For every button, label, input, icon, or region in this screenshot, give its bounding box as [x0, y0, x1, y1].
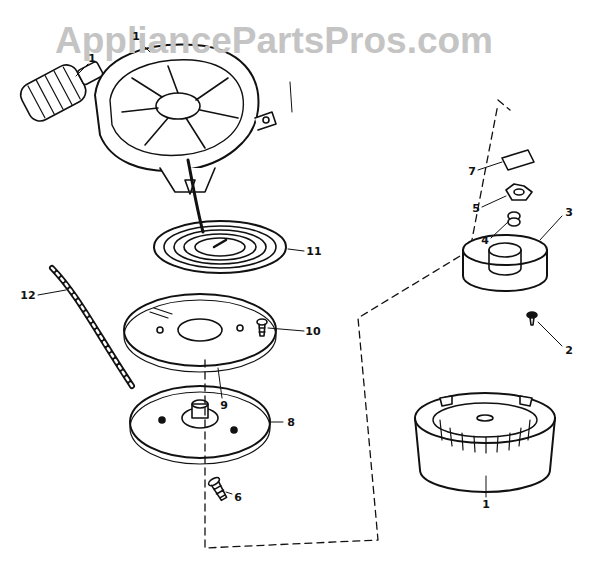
retainer-cup	[463, 235, 547, 291]
recoil-spring	[154, 221, 286, 273]
starter-pulley	[415, 393, 555, 492]
washer	[508, 212, 520, 226]
callout-number: 6	[234, 492, 242, 503]
callout-number: 11	[306, 246, 321, 257]
callout-number: 7	[468, 166, 476, 177]
callout-number: 2	[565, 345, 573, 356]
starter-housing	[95, 45, 292, 232]
callout-number: 8	[287, 417, 295, 428]
starter-rope	[52, 268, 132, 386]
callout-number: 1	[132, 31, 140, 42]
callout-number: 9	[220, 400, 228, 411]
screw	[257, 319, 267, 336]
callout-number: 5	[472, 203, 480, 214]
callout-number: 10	[305, 326, 320, 337]
callout-number: 3	[565, 207, 573, 218]
leader-lines	[38, 42, 562, 497]
brake-spring	[502, 150, 534, 170]
callout-number: 4	[481, 235, 489, 246]
callout-number: 1	[482, 499, 490, 510]
spring-retainer-plate	[124, 294, 276, 372]
starter-pulley-plate	[130, 386, 270, 464]
callout-number: 12	[20, 290, 35, 301]
starter-dog	[506, 184, 532, 200]
screw	[207, 476, 229, 502]
callout-number: 1	[88, 53, 96, 64]
screw	[527, 312, 537, 325]
watermark: AppliancePartsPros.com	[55, 22, 493, 59]
